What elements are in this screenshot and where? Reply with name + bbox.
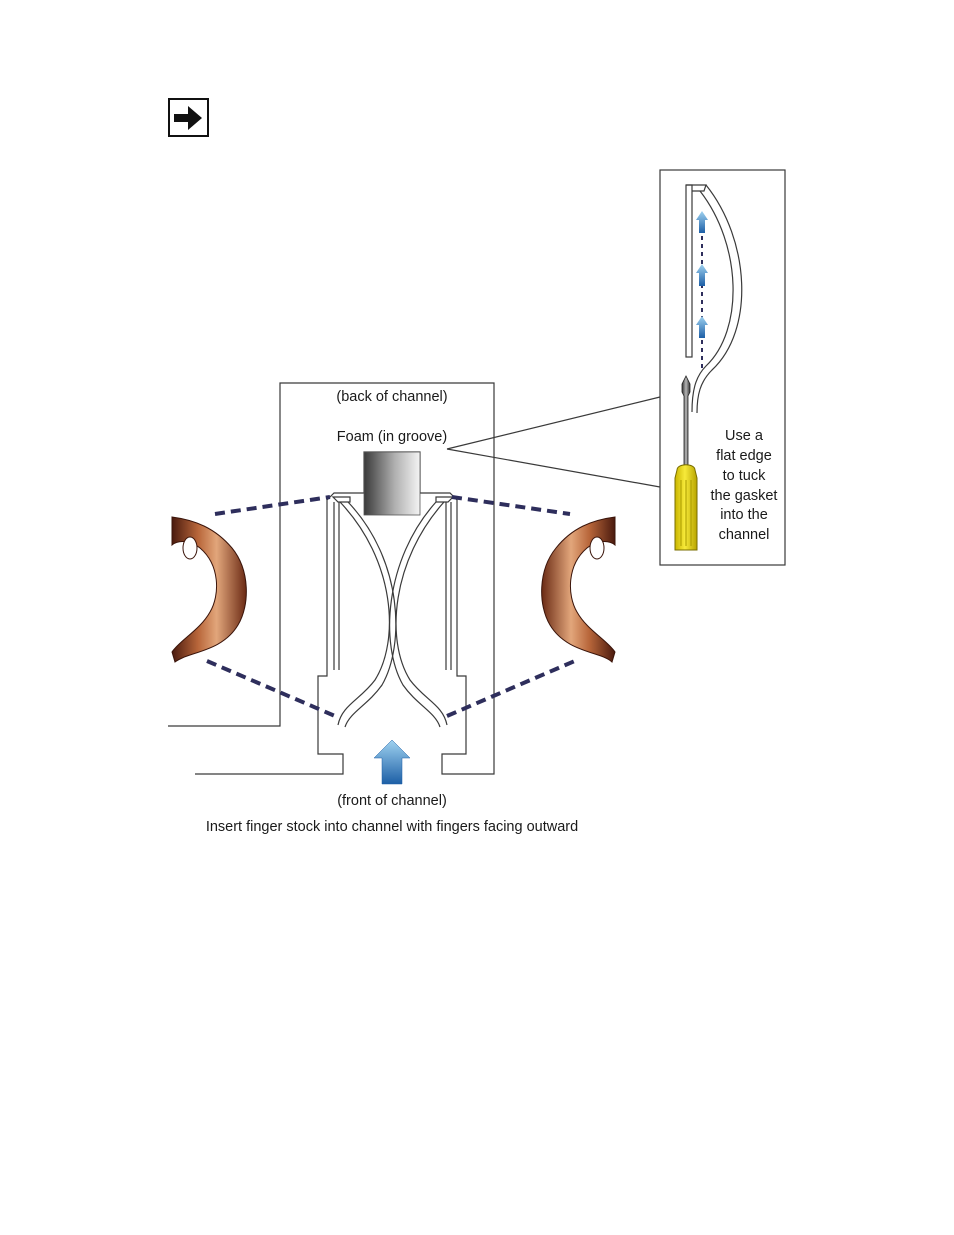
front-of-channel-label: (front of channel) [337,793,447,809]
callout-lines [447,397,660,487]
right-arrow-icon [169,99,208,136]
inset-text-line: to tuck [723,468,766,484]
inset-text-line: the gasket [711,488,778,504]
finger-stock-photo-left [172,517,246,662]
inset-text-line: flat edge [716,448,772,464]
connector-dashed-lines [207,497,577,716]
figure-caption: Insert finger stock into channel with fi… [206,819,578,835]
back-of-channel-label: (back of channel) [336,389,447,405]
finger-stock-photo-right [542,517,615,662]
foam-label: Foam (in groove) [337,429,447,445]
finger-stock-gasket [333,497,453,727]
insert-direction-arrow-icon [374,740,410,784]
inset-text-line: channel [719,527,770,543]
foam-block [364,452,420,515]
inset-text-line: into the [720,507,768,523]
inset-text-line: Use a [725,428,764,444]
